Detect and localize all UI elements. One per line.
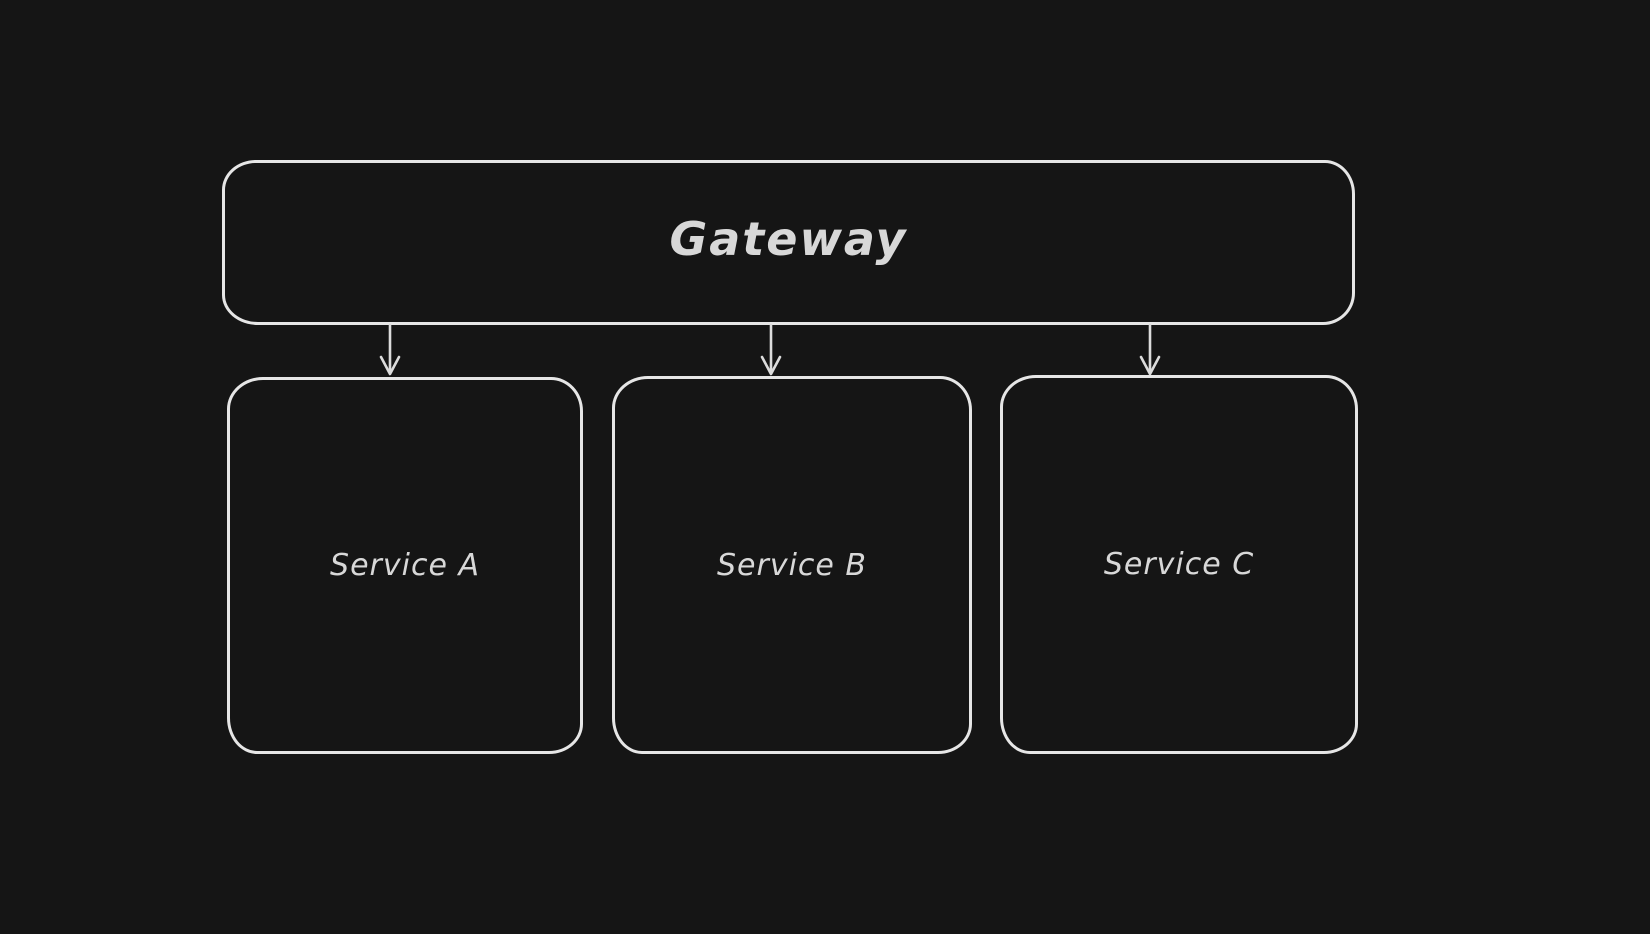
edge-gateway-to-service-a-arrow-icon xyxy=(379,323,401,376)
node-service-a-label: Service A xyxy=(330,548,480,583)
edge-gateway-to-service-c-arrow-icon xyxy=(1139,323,1161,376)
node-service-c-label: Service C xyxy=(1103,547,1255,582)
node-service-b-label: Service B xyxy=(717,547,867,583)
node-service-a: Service A xyxy=(227,377,583,754)
node-service-c: Service C xyxy=(1000,375,1358,754)
node-gateway: Gateway xyxy=(222,160,1355,325)
node-gateway-label: Gateway xyxy=(669,211,908,266)
edge-gateway-to-service-b-arrow-icon xyxy=(760,323,782,376)
node-service-b: Service B xyxy=(612,376,972,754)
